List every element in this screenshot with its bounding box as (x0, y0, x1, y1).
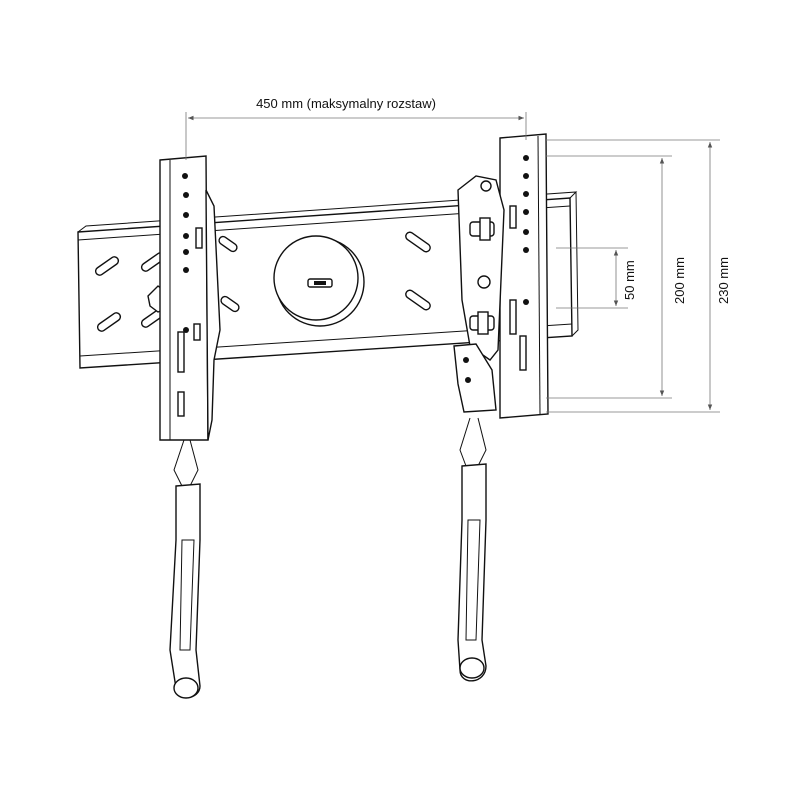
width-dimension: 450 mm (maksymalny rozstaw) (185, 96, 527, 160)
dim-200: 200 mm (546, 155, 687, 399)
plate-slots (94, 231, 431, 332)
dim-230: 230 mm (546, 139, 731, 413)
right-bracket-holes (523, 155, 529, 305)
left-bracket-holes (182, 173, 189, 333)
bolt-upper (469, 217, 495, 241)
left-strap (169, 439, 201, 699)
right-bracket (453, 133, 549, 419)
left-bracket (159, 155, 221, 441)
height-label-230: 230 mm (716, 257, 731, 304)
right-strap (457, 417, 487, 682)
height-label-200: 200 mm (672, 257, 687, 304)
dim-50: 50 mm (556, 247, 637, 309)
center-disc (273, 235, 365, 327)
bolt-lower (469, 311, 495, 335)
height-label-50: 50 mm (622, 260, 637, 300)
width-label: 450 mm (maksymalny rozstaw) (256, 96, 436, 111)
